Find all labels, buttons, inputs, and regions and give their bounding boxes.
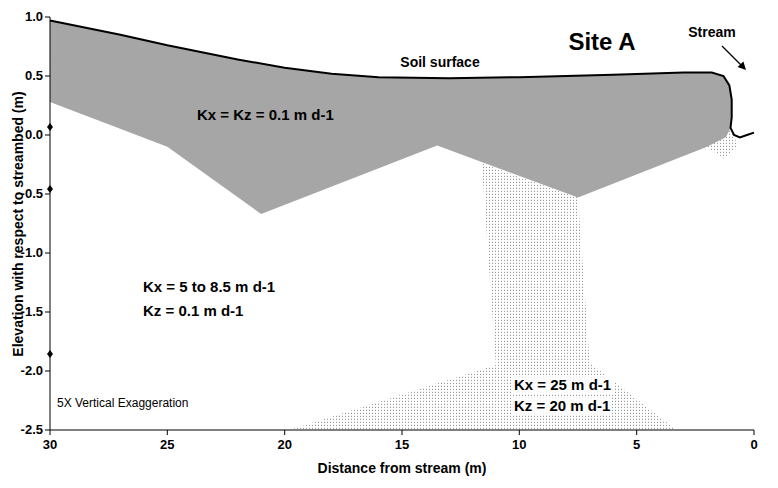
x-ticks (50, 430, 754, 435)
tick-label: -2.0 (21, 364, 43, 379)
tick-label: 5 (633, 438, 640, 453)
site-title: Site A (568, 28, 635, 56)
arrowhead (738, 61, 746, 70)
tick-label: 0.5 (25, 69, 43, 84)
tick-label: -2.5 (21, 423, 43, 438)
y-ticks (45, 17, 50, 430)
y-axis (50, 17, 51, 430)
zone-label: Kx = Kz = 0.1 m d-1 (197, 106, 334, 123)
zone-label: Kz = 20 m d-1 (512, 397, 612, 414)
tick-label: 0 (750, 438, 757, 453)
zone-label: Kx = 25 m d-1 (512, 376, 613, 393)
callout-label: Stream (688, 24, 735, 40)
tick-label: -1.5 (21, 305, 43, 320)
tick-label: 0.0 (25, 128, 43, 143)
tick-label: -0.5 (21, 187, 43, 202)
low-k-soil (50, 21, 732, 215)
piezometer-marker (47, 185, 53, 193)
piezometer-marker (47, 350, 53, 358)
piezometer-marker (47, 123, 53, 131)
note: 5X Vertical Exaggeration (57, 397, 188, 411)
tick-label: 15 (395, 438, 409, 453)
soil-surface-line (50, 21, 754, 138)
tick-label: 20 (277, 438, 291, 453)
piezometers (47, 123, 53, 358)
tick-label: 25 (160, 438, 174, 453)
high-k-zone (289, 163, 676, 430)
axis-title: Distance from stream (m) (318, 460, 487, 476)
tick-label: 30 (43, 438, 57, 453)
tick-label: -1.0 (21, 246, 43, 261)
stream-pointer (722, 46, 746, 70)
surface-label: Soil surface (400, 54, 479, 70)
leader-line (722, 46, 742, 66)
axes (45, 17, 754, 435)
zone-label: Kx = 5 to 8.5 m d-1 (143, 278, 275, 295)
tick-label: 10 (512, 438, 526, 453)
zone-label: Kz = 0.1 m d-1 (143, 302, 243, 319)
tick-label: 1.0 (25, 10, 43, 25)
